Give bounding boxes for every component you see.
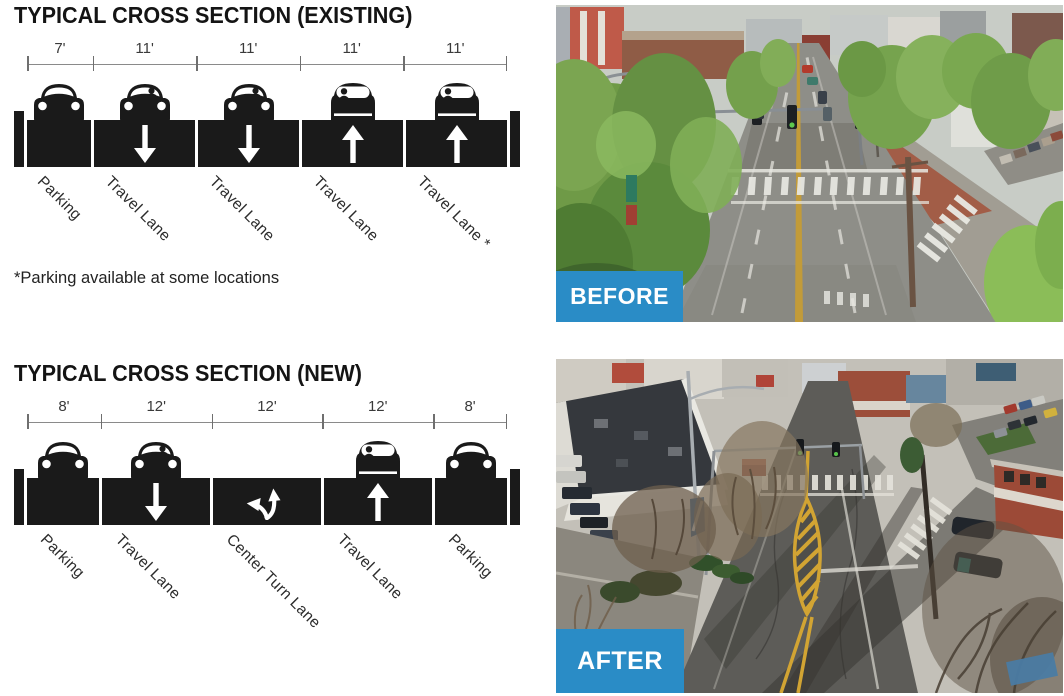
after-label: AFTER xyxy=(556,629,684,693)
car-rear-with-driver-icon xyxy=(346,435,410,483)
before-pole-banners xyxy=(626,175,637,225)
car-with-driver-icon xyxy=(113,77,177,125)
parked-car-icon xyxy=(31,435,95,483)
turn-arrows-icon xyxy=(243,484,291,520)
lane-label: Travel Lane xyxy=(310,173,383,245)
up-arrow-icon xyxy=(446,125,468,163)
dim-travel-4: 11' xyxy=(403,40,507,74)
after-center-turn-lane-striping xyxy=(779,450,822,693)
dim-parking-left: 8' xyxy=(27,398,101,432)
dim-label: 11' xyxy=(135,40,154,57)
down-arrow-icon xyxy=(134,125,156,163)
lane-label: Travel Lane xyxy=(111,531,184,603)
curb-right xyxy=(509,111,520,167)
lane-label: Parking xyxy=(444,531,496,582)
lane-travel-northbound-2: Travel Lane * xyxy=(406,120,507,253)
curb-right xyxy=(510,469,520,525)
after-photo: AFTER xyxy=(556,359,1063,693)
lane-center-turn: Center Turn Lane xyxy=(213,478,323,632)
before-trees xyxy=(556,33,1063,322)
lane-label: Travel Lane xyxy=(102,173,175,245)
dim-label: 8' xyxy=(464,398,476,415)
after-bare-trees xyxy=(612,403,1063,693)
up-arrow-icon xyxy=(342,125,364,163)
section-existing-title: TYPICAL CROSS SECTION (EXISTING) xyxy=(14,2,413,28)
dim-travel-2: 11' xyxy=(196,40,300,74)
parked-car-icon xyxy=(439,435,503,483)
dimension-line xyxy=(27,421,507,423)
before-side-street xyxy=(984,123,1063,185)
before-crosswalks xyxy=(728,169,978,307)
up-arrow-icon xyxy=(367,483,389,521)
dim-label: 12' xyxy=(146,398,166,415)
car-with-driver-icon xyxy=(217,77,281,125)
before-aerial-scene xyxy=(556,5,1063,322)
car-rear-with-driver-icon xyxy=(425,77,489,125)
section-new-title: TYPICAL CROSS SECTION (NEW) xyxy=(14,360,362,386)
lane-label: Travel Lane xyxy=(206,173,279,245)
dim-label: 12' xyxy=(367,398,388,415)
dim-travel-north: 12' xyxy=(322,398,433,432)
car-with-driver-icon xyxy=(124,435,188,483)
lane-label: Travel Lane * xyxy=(414,173,494,253)
dimension-line xyxy=(27,63,507,65)
dim-travel-south: 12' xyxy=(100,398,212,432)
lane-label: Center Turn Lane xyxy=(222,531,324,632)
new-dimension-row: 8' 12' 12' 12' 8' xyxy=(14,398,520,432)
dim-label: 7' xyxy=(54,40,66,57)
dim-label: 11' xyxy=(342,40,361,57)
before-photo: BEFORE xyxy=(556,5,1063,322)
dim-parking: 7' xyxy=(27,40,93,74)
dim-label: 8' xyxy=(58,398,70,415)
car-rear-with-driver-icon xyxy=(321,77,385,125)
dim-center-turn: 12' xyxy=(211,398,323,432)
parking-footnote: *Parking available at some locations xyxy=(14,269,280,287)
dim-parking-right: 8' xyxy=(433,398,507,432)
existing-dimension-row: 7' 11' 11' 11' 11' xyxy=(14,40,520,74)
section-new: TYPICAL CROSS SECTION (NEW) 8' 12' 12' 1… xyxy=(14,360,520,632)
dim-label: 11' xyxy=(446,40,465,57)
dim-label: 11' xyxy=(238,40,258,57)
dim-travel-3: 11' xyxy=(299,40,404,74)
curb-left xyxy=(14,111,24,167)
lane-parking: Parking xyxy=(27,120,92,224)
lane-parking-left: Parking xyxy=(27,478,99,582)
down-arrow-icon xyxy=(145,483,167,521)
section-existing: TYPICAL CROSS SECTION (EXISTING) 7' 11' … xyxy=(14,2,520,288)
after-parking-lot-cars xyxy=(556,455,618,541)
lane-label: Parking xyxy=(34,173,85,224)
lane-label: Travel Lane xyxy=(333,531,406,603)
parked-car-icon xyxy=(27,77,91,125)
curb-left xyxy=(14,469,24,525)
before-label: BEFORE xyxy=(556,271,683,322)
new-road: Parking Travel Lane Center Turn Lane Tra… xyxy=(14,478,520,632)
lane-travel-northbound: Travel Lane xyxy=(324,478,432,603)
lane-travel-southbound: Travel Lane xyxy=(102,478,210,603)
lane-travel-northbound-1: Travel Lane xyxy=(302,120,404,245)
lane-parking-right: Parking xyxy=(435,478,507,582)
lane-travel-southbound-1: Travel Lane xyxy=(94,120,196,245)
existing-road: Parking Travel Lane Travel Lane Travel L… xyxy=(14,120,520,253)
down-arrow-icon xyxy=(238,125,260,163)
dim-travel-1: 11' xyxy=(92,40,197,74)
dim-label: 12' xyxy=(257,398,277,415)
lane-label: Parking xyxy=(36,531,88,582)
lane-travel-southbound-2: Travel Lane xyxy=(198,120,300,245)
